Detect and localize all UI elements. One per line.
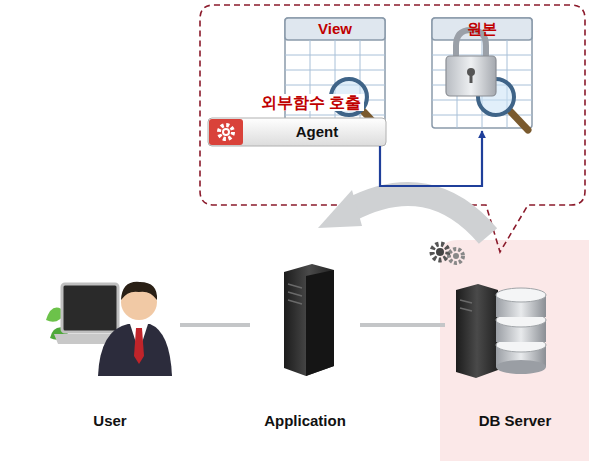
db-server: DB Server xyxy=(445,272,585,430)
annotation-label: 외부함수 호출 xyxy=(226,93,396,112)
source-table: 원본 xyxy=(432,18,532,130)
view-table: View xyxy=(285,18,385,130)
user-icon: User xyxy=(40,270,180,430)
call-arrow xyxy=(380,131,482,186)
node-label: Application xyxy=(264,412,346,430)
agent-box: Agent xyxy=(208,118,386,146)
annotation-text: 외부함수 호출 xyxy=(258,94,364,111)
network-line xyxy=(360,323,445,327)
node-label: DB Server xyxy=(479,412,552,430)
network-line xyxy=(180,323,250,327)
node-label: User xyxy=(93,412,126,430)
node-label: View xyxy=(318,20,352,38)
node-label: 원본 xyxy=(467,20,497,38)
application-server: Application xyxy=(250,262,360,430)
node-label: Agent xyxy=(296,123,339,141)
